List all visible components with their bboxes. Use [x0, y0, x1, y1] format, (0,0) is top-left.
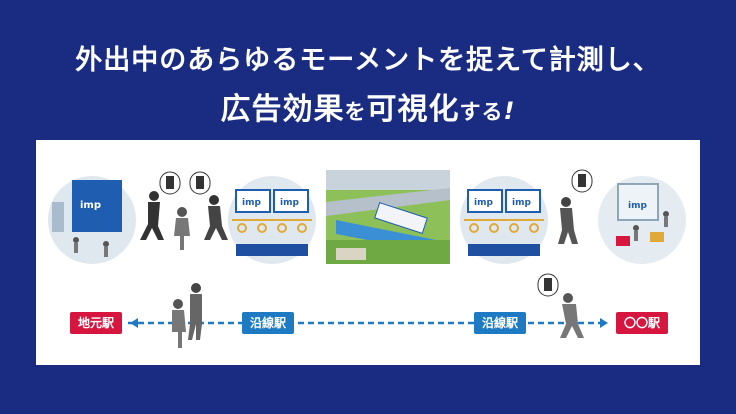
headline-particle: を: [344, 100, 367, 124]
route-line: [128, 318, 608, 328]
train-interior-circle-right: imp imp: [460, 176, 548, 264]
headline-line-2: 広告効果を可視化する!: [0, 84, 736, 128]
headline-line-1: 外出中のあらゆるモーメントを捉えて計測し、: [75, 45, 661, 76]
imp-label-2: imp: [242, 198, 261, 208]
walking-person-right: [558, 169, 593, 244]
station-home: 地元駅: [70, 312, 123, 334]
station-billboard-circle: imp: [48, 176, 136, 264]
walking-people-left: [140, 171, 228, 250]
outdoor-billboard-circle: imp: [598, 176, 686, 264]
station-destination: 〇〇駅: [616, 312, 669, 334]
journey-illustration: imp imp imp: [48, 169, 686, 348]
train-interior-circle-left: imp imp: [228, 176, 316, 264]
walking-couple: [172, 283, 202, 348]
headline-visualize: 可視化: [366, 92, 460, 127]
imp-label-1: imp: [80, 200, 101, 211]
imp-label-6: imp: [628, 201, 647, 211]
headline-exclamation: !: [503, 97, 516, 125]
walking-person-destination: [537, 273, 584, 338]
headline-ad-effect: 広告効果: [220, 92, 345, 127]
illustration-panel: imp imp imp: [36, 140, 700, 365]
station-along-line-2: 沿線駅: [474, 312, 527, 334]
imp-label-3: imp: [280, 198, 299, 208]
elevated-train-scene: [326, 170, 450, 264]
headline-suffix: する: [459, 100, 504, 124]
imp-label-5: imp: [512, 198, 531, 208]
station-along-line-1: 沿線駅: [242, 312, 295, 334]
imp-label-4: imp: [474, 198, 493, 208]
